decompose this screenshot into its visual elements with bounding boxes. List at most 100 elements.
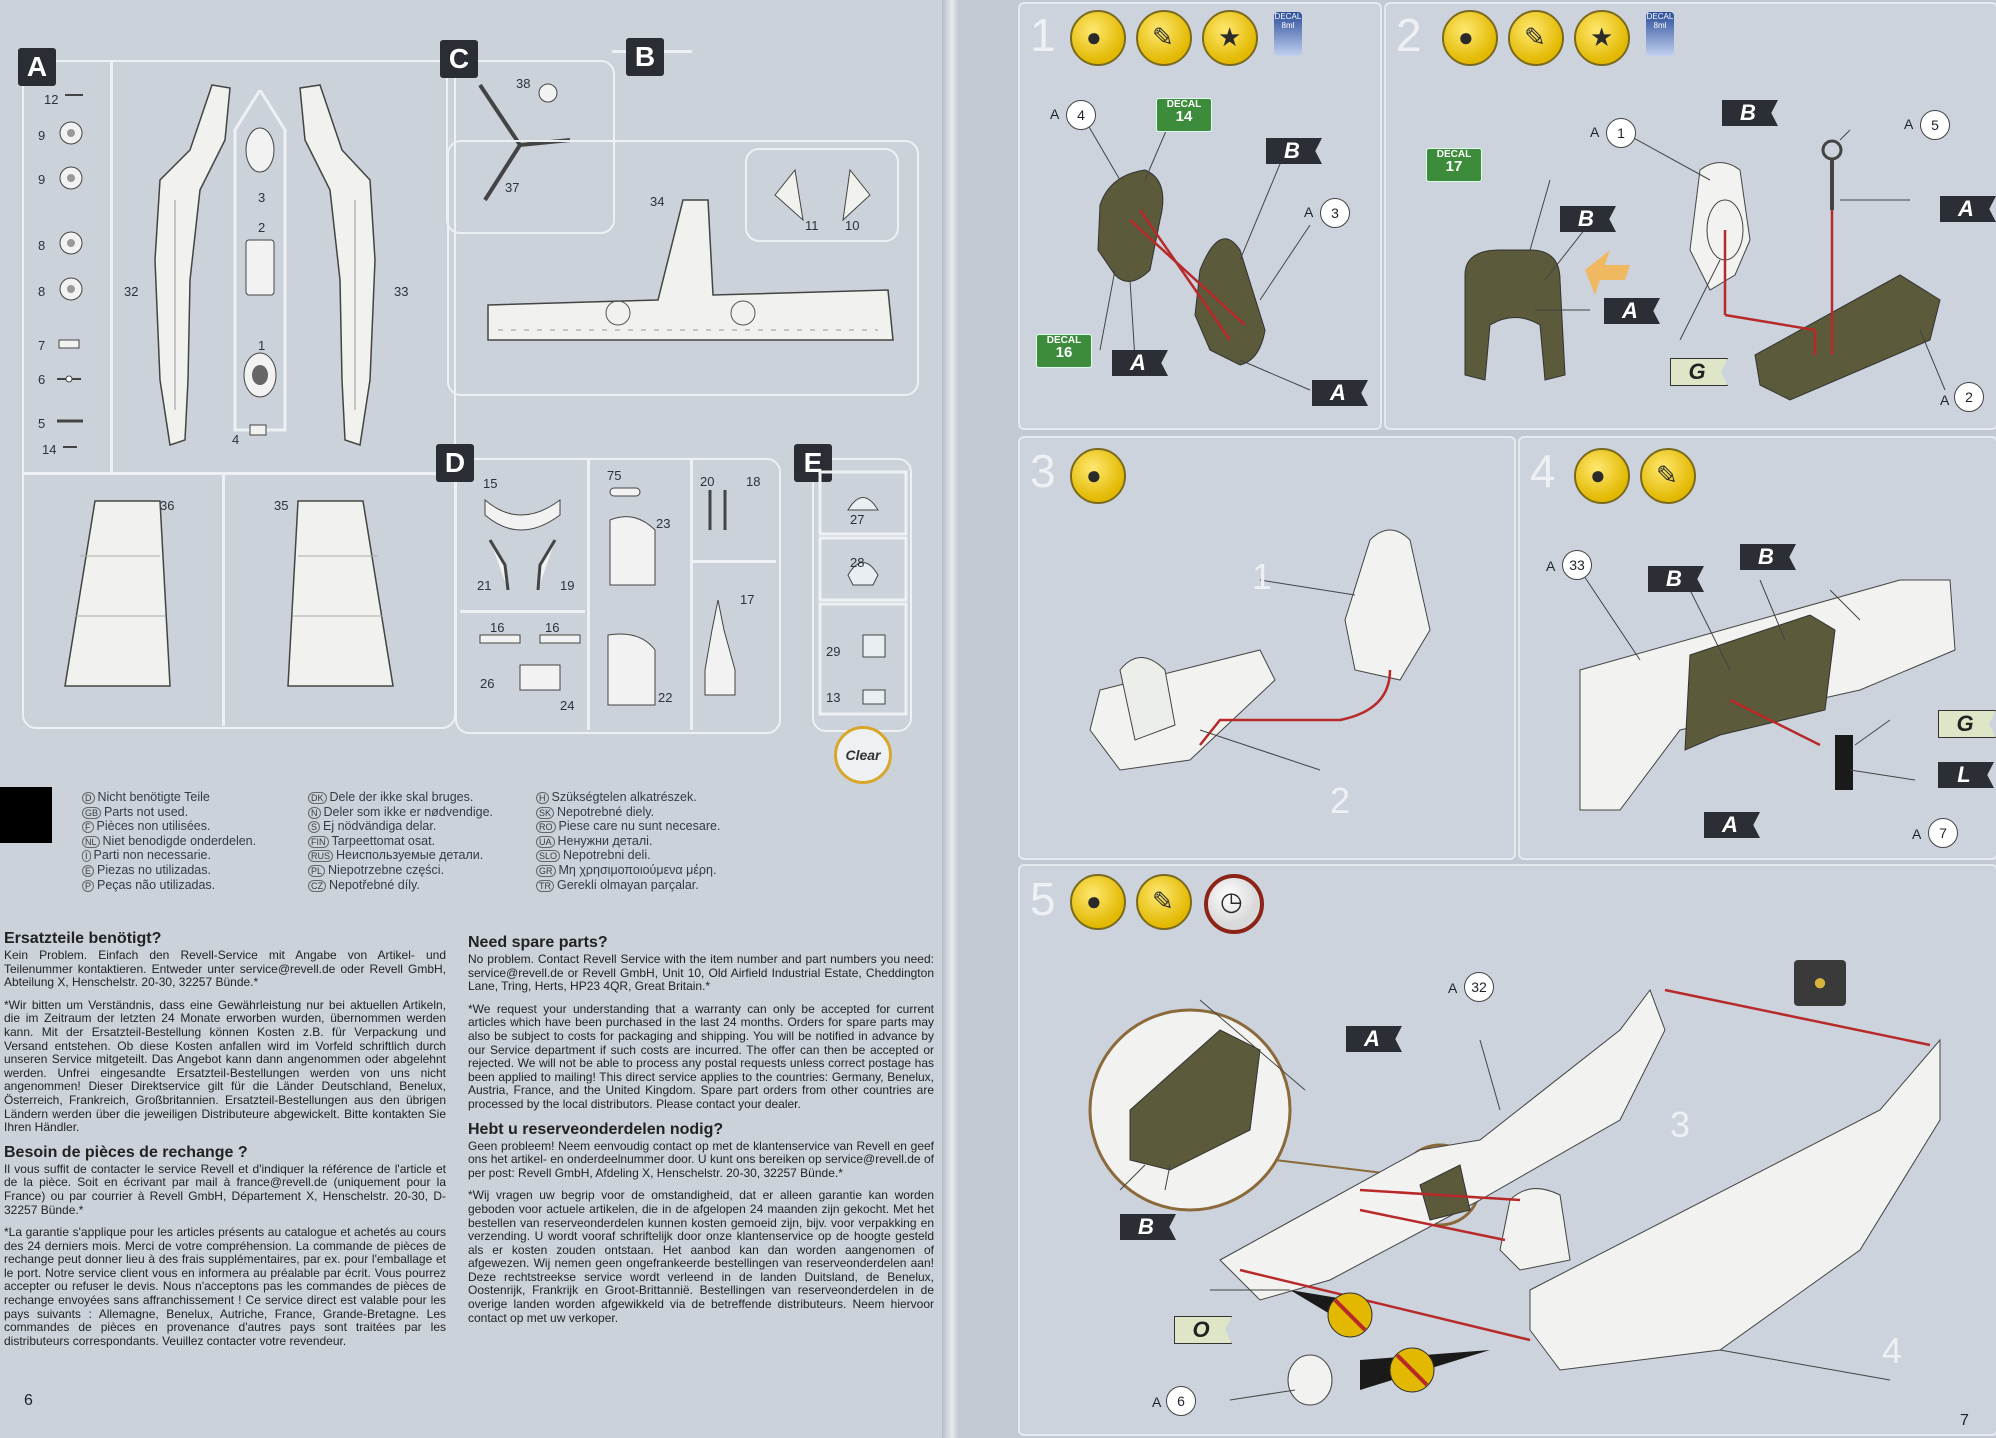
- part-number: 29: [826, 644, 841, 659]
- color-flag: G: [1670, 358, 1728, 386]
- brush-tool-icon: ✎: [1136, 874, 1192, 930]
- service-heading: Hebt u reserveonderdelen nodig?: [468, 1120, 724, 1138]
- part-number: 12: [44, 92, 59, 107]
- callout-prefix: A: [1912, 826, 1922, 842]
- part-number: 32: [124, 284, 139, 299]
- glue-tool-icon: ●: [1574, 448, 1630, 504]
- wing-part-36: [64, 500, 171, 687]
- part-number: 9: [38, 128, 46, 143]
- sprue-label: C: [440, 40, 478, 78]
- step-3-panel: [1018, 436, 1516, 860]
- part-number: 11: [805, 218, 819, 233]
- part-number: 3: [258, 190, 266, 205]
- part-number: 8: [38, 238, 46, 253]
- sprue-label: E: [794, 444, 832, 482]
- step-number: 3: [1030, 445, 1056, 497]
- color-flag: B: [1740, 544, 1796, 570]
- glue-tool-icon: ●: [1442, 10, 1498, 66]
- part-number: 22: [658, 690, 673, 705]
- glue-tool-icon: ●: [1070, 874, 1126, 930]
- part-number: 23: [656, 516, 671, 531]
- fuselage-left-part: [154, 84, 231, 446]
- color-flag: A: [1112, 350, 1168, 376]
- service-paragraph: *We request your understanding that a wa…: [468, 1001, 934, 1111]
- service-text-en-nl: Need spare parts? No problem. Contact Re…: [468, 934, 934, 1334]
- glue-tool-icon: ●: [1070, 10, 1126, 66]
- part-callout: 5: [1920, 110, 1950, 140]
- decal-solution-icon: DECAL 8ml: [1646, 12, 1674, 56]
- part-number: 4: [232, 432, 240, 447]
- part-callout: 7: [1928, 818, 1958, 848]
- page-number-right: 7: [1960, 1412, 1969, 1429]
- part-number: 16: [545, 620, 560, 635]
- decal-tool-icon: ★: [1574, 10, 1630, 66]
- part-number: 1: [258, 338, 266, 353]
- sprue-d-parts: [479, 487, 736, 706]
- callout-prefix: A: [1590, 124, 1600, 140]
- part-number: 5: [38, 416, 46, 431]
- color-flag: A: [1704, 812, 1760, 838]
- clear-parts: [818, 470, 908, 716]
- decal-tool-icon: ★: [1202, 10, 1258, 66]
- part-number: 28: [850, 555, 865, 570]
- sprue-c: [446, 60, 615, 234]
- service-paragraph: No problem. Contact Revell Service with …: [468, 952, 934, 994]
- part-callout: 3: [1320, 198, 1350, 228]
- service-heading: Ersatzteile benötigt?: [4, 930, 162, 947]
- part-number: 16: [490, 620, 505, 635]
- sprue-a-divider: [22, 472, 454, 475]
- part-number: 34: [650, 194, 665, 209]
- glue-tool-icon: ●: [1070, 448, 1126, 504]
- sprue-b-inner: [745, 148, 899, 242]
- sprue-d-divider: [587, 460, 590, 730]
- sprue-label: D: [436, 444, 474, 482]
- part-number: 27: [850, 512, 865, 527]
- part-number: 14: [42, 442, 57, 457]
- callout-prefix: A: [1940, 392, 1950, 408]
- part-number: 35: [274, 498, 289, 513]
- part-label: 3: [1670, 1104, 1691, 1145]
- service-paragraph: Kein Problem. Einfach den Revell-Service…: [4, 948, 446, 990]
- part-number: 24: [560, 698, 575, 713]
- color-flag: A: [1312, 380, 1368, 406]
- part-callout: 33: [1562, 550, 1592, 580]
- part-number: 15: [483, 476, 498, 491]
- propeller-part: [478, 83, 571, 202]
- color-flag: B: [1120, 1214, 1176, 1240]
- callout-prefix: A: [1152, 1394, 1162, 1410]
- color-flag: B: [1648, 566, 1704, 592]
- part-number: 19: [560, 578, 575, 593]
- part-number: 21: [477, 578, 492, 593]
- tape-icon: ●: [1794, 960, 1846, 1006]
- part-callout: 6: [1166, 1386, 1196, 1416]
- clock-tool-icon: ◷: [1204, 874, 1264, 934]
- service-heading: Besoin de pièces de rechange ?: [4, 1143, 248, 1161]
- color-flag: B: [1722, 100, 1778, 126]
- part-callout: 32: [1464, 972, 1494, 1002]
- service-paragraph: Il vous suffit de contacter le service R…: [4, 1161, 446, 1217]
- step-2-drawing: [1464, 124, 1946, 401]
- sprue-b: [447, 140, 919, 396]
- callout-prefix: A: [1304, 204, 1314, 220]
- clear-badge: Clear: [834, 726, 892, 784]
- service-paragraph: *Wir bitten um Verständnis, dass eine Ge…: [4, 997, 446, 1135]
- part-number: 38: [516, 76, 531, 91]
- step-number: 1: [1030, 9, 1056, 61]
- tailplane-parts: [774, 168, 871, 222]
- decal-solution-icon: DECAL 8ml: [1274, 12, 1302, 56]
- wing-upper-part: [487, 199, 894, 341]
- part-number: 2: [258, 220, 266, 235]
